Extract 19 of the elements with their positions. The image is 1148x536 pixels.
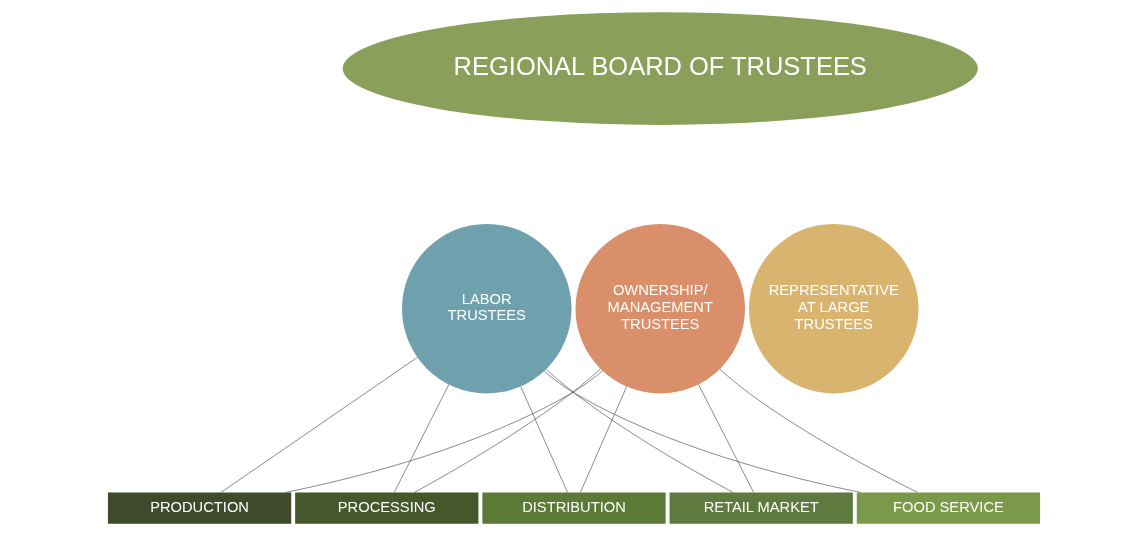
connector [719,368,918,493]
connector [520,386,568,493]
connector [580,386,627,493]
node-box: DISTRIBUTION [482,492,666,524]
node-ellipse: REGIONAL BOARD OF TRUSTEES [342,12,978,125]
node-circle: OWNERSHIP/ MANAGEMENT TRUSTEES [575,223,746,394]
node-box: PROCESSING [295,492,479,524]
connector [220,357,418,493]
node-circle: REPRESENTATIVE AT LARGE TRUSTEES [748,223,919,394]
connector [414,368,601,493]
connector [546,369,734,493]
node-box: FOOD SERVICE [856,492,1041,524]
connector [698,384,754,493]
node-box: RETAIL MARKET [669,492,853,524]
connector [285,370,603,493]
connector [543,370,862,493]
node-circle: LABOR TRUSTEES [402,223,572,394]
connector [393,384,450,493]
node-box: PRODUCTION [107,492,292,524]
